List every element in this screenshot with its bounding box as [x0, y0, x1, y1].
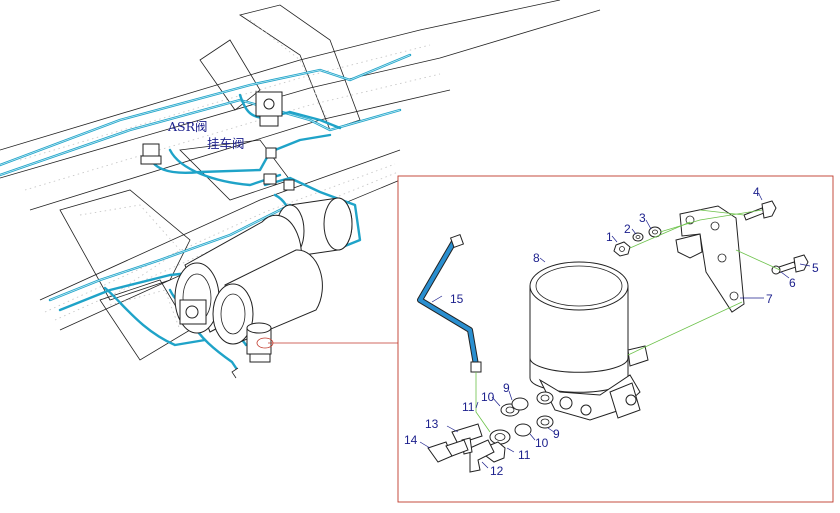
bracket-7 — [675, 205, 745, 313]
callout-13: 13 — [425, 417, 439, 431]
bolt-4 — [743, 200, 777, 221]
air-tank-large-2 — [212, 249, 323, 345]
callout-10-upper: 10 — [481, 390, 495, 404]
callout-1: 1 — [606, 230, 613, 244]
air-piping — [0, 53, 412, 370]
callout-6: 6 — [789, 276, 796, 290]
trailer-valve-label: 挂车阀 — [207, 136, 245, 151]
callout-7: 7 — [766, 292, 773, 306]
nut-1 — [613, 241, 631, 257]
assembly-axes — [475, 209, 781, 433]
small-fittings — [263, 147, 295, 191]
callout-3: 3 — [639, 211, 646, 225]
washer-2 — [632, 232, 644, 242]
fitting-set-lower — [489, 415, 554, 445]
air-dryer-8 — [529, 261, 649, 421]
fitting-set-upper — [500, 391, 554, 417]
trailer-valve — [255, 91, 283, 127]
detail-marker — [256, 337, 274, 349]
callout-9-lower: 9 — [553, 427, 560, 441]
callout-11-lower: 11 — [518, 448, 531, 462]
bolt-5 — [775, 254, 809, 274]
callout-15: 15 — [450, 292, 464, 306]
callout-5: 5 — [812, 261, 819, 275]
elbow-14 — [427, 439, 469, 463]
callout-2: 2 — [624, 222, 631, 236]
asr-valve — [140, 143, 162, 165]
callout-leaders — [419, 193, 811, 469]
elbow-12 — [469, 439, 495, 473]
callout-14: 14 — [404, 433, 418, 447]
callout-10-lower: 10 — [535, 436, 549, 450]
air-dryer-small — [246, 322, 272, 363]
asr-valve-label: ASR阀 — [167, 119, 208, 134]
callout-4: 4 — [753, 185, 760, 199]
valve-block — [179, 299, 207, 325]
callout-8: 8 — [533, 251, 540, 265]
callout-9-upper: 9 — [503, 381, 510, 395]
callout-12: 12 — [490, 464, 504, 478]
callout-11-upper: 11 — [462, 400, 475, 414]
